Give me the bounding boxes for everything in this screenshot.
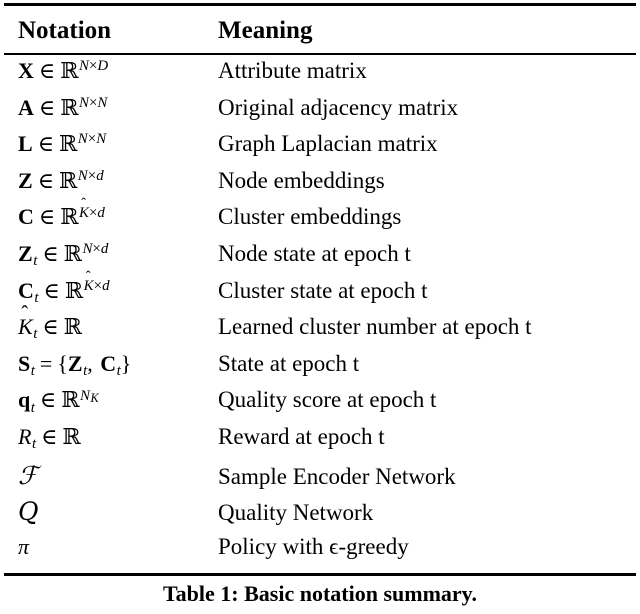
cell-notation: Z∈ℝN×d <box>18 167 104 193</box>
cell-meaning: Graph Laplacian matrix <box>218 131 438 157</box>
cell-notation: qt∈ℝNK <box>18 387 99 416</box>
cell-notation: Ct∈ℝK×d <box>0 278 200 307</box>
table-row: ℱ Sample Encoder Network <box>0 461 640 498</box>
table-row: Rt∈ℝ Reward at epoch t <box>0 424 640 461</box>
cell-notation: St={Zt, Ct} <box>18 350 132 379</box>
table-row: Z∈ℝN×d Node embeddings <box>0 168 640 205</box>
table-body: X∈ℝN×D Attribute matrix A∈ℝN×N Original … <box>0 58 640 570</box>
table-row: X∈ℝN×D Attribute matrix <box>0 58 640 95</box>
table-header-row: Notation Meaning <box>0 8 640 52</box>
cell-notation: Zt∈ℝN×d <box>18 240 109 270</box>
cell-notation: X∈ℝN×D <box>18 58 109 83</box>
cell-meaning: Sample Encoder Network <box>218 463 456 489</box>
table-row: Ct∈ℝK×d Cluster state at epoch t <box>0 278 640 315</box>
column-header-meaning: Meaning <box>218 16 313 44</box>
table-top-rule <box>4 3 636 6</box>
table-row: qt∈ℝNK Quality score at epoch t <box>0 387 640 424</box>
table-row: L∈ℝN×N Graph Laplacian matrix <box>0 131 640 168</box>
table-row: St={Zt, Ct} State at epoch t <box>0 351 640 388</box>
table-header-rule <box>4 53 636 55</box>
cell-meaning: Quality Network <box>218 500 374 526</box>
cell-meaning: Node state at epoch t <box>218 240 411 266</box>
table-bottom-rule <box>4 573 636 576</box>
column-header-notation: Notation <box>18 16 112 44</box>
cell-meaning: Original adjacency matrix <box>218 94 459 120</box>
cell-meaning: Cluster state at epoch t <box>218 277 428 303</box>
cell-meaning: Attribute matrix <box>218 58 367 83</box>
cell-notation: A∈ℝN×N <box>18 94 108 120</box>
cell-meaning: State at epoch t <box>218 350 360 376</box>
cell-notation: Q <box>18 497 39 527</box>
cell-notation: ℱ <box>18 460 38 490</box>
table-row: π Policy with ϵ-greedy <box>0 534 640 571</box>
table-row: C∈ℝK×d Cluster embeddings <box>0 204 640 241</box>
cell-notation: π <box>18 533 30 559</box>
table-row: Zt∈ℝN×d Node state at epoch t <box>0 241 640 278</box>
table-row: Q Quality Network <box>0 497 640 534</box>
cell-meaning: Reward at epoch t <box>218 423 385 449</box>
cell-notation: C∈ℝK×d <box>0 204 200 230</box>
cell-meaning: Node embeddings <box>218 167 385 193</box>
cell-notation: L∈ℝN×N <box>18 131 107 157</box>
cell-meaning: Cluster embeddings <box>218 204 402 230</box>
table-caption: Table 1: Basic notation summary. <box>163 581 477 606</box>
cell-meaning: Policy with ϵ-greedy <box>218 533 409 559</box>
cell-meaning: Quality score at epoch t <box>218 387 437 413</box>
table-row: A∈ℝN×N Original adjacency matrix <box>0 95 640 132</box>
cell-notation: Kt∈ℝ <box>0 314 200 343</box>
cell-notation: Rt∈ℝ <box>18 423 81 453</box>
table-row: Kt∈ℝ Learned cluster number at epoch t <box>0 314 640 351</box>
cell-meaning: Learned cluster number at epoch t <box>218 314 532 340</box>
